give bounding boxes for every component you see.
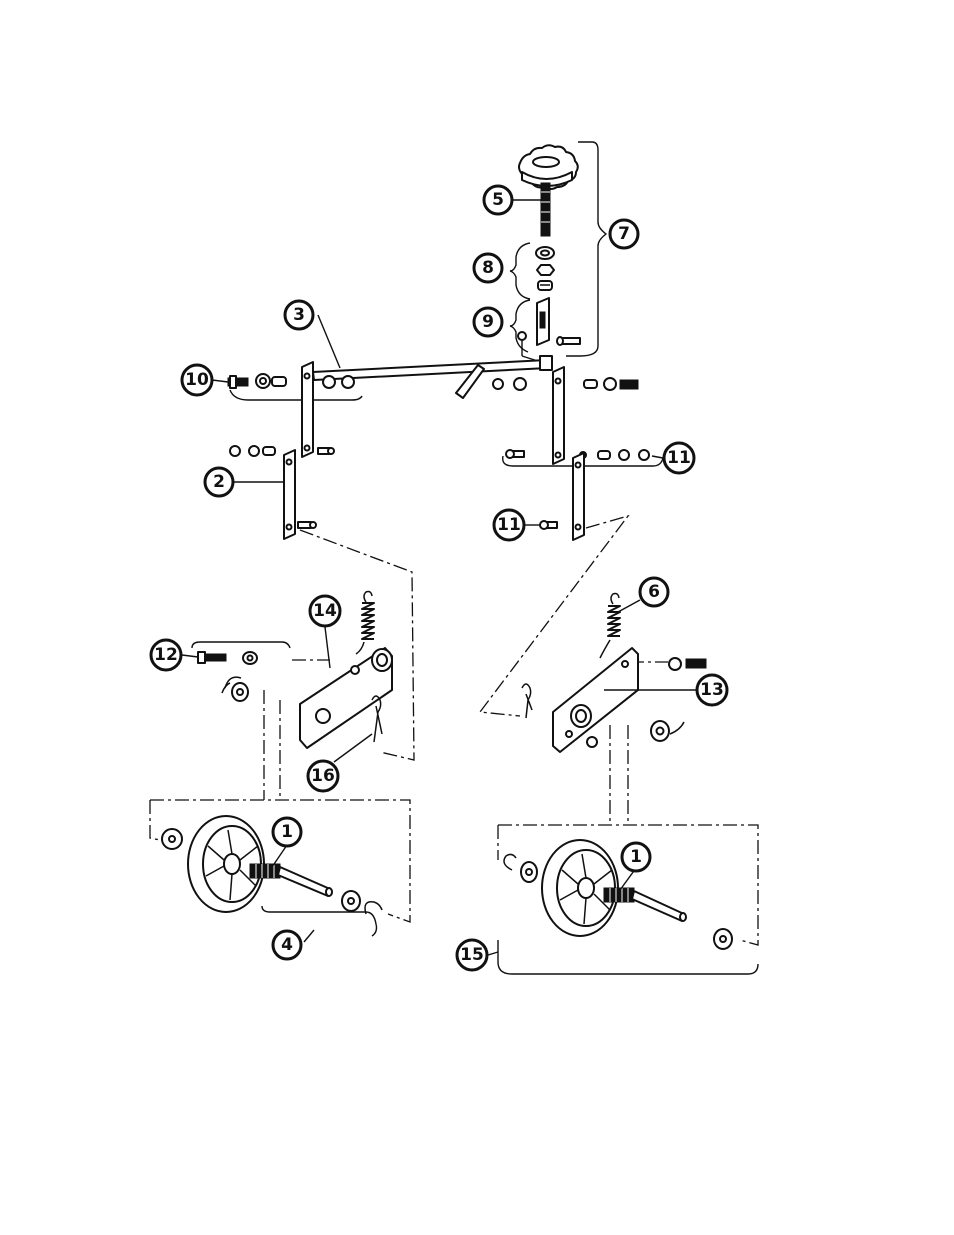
svg-text:2: 2 [213,472,225,492]
svg-text:10: 10 [185,370,209,390]
brace-item-8 [510,243,530,299]
callout-12: 12 [151,640,181,670]
adjustment-knob [519,145,578,189]
svg-text:6: 6 [648,582,660,602]
svg-text:3: 3 [293,305,305,325]
washer-nut-set [536,247,554,290]
svg-text:1: 1 [630,847,642,867]
left-bracket-hardware [230,446,275,456]
callout-13: 13 [697,675,727,705]
svg-text:14: 14 [313,601,337,621]
callout-4: 4 [273,931,301,959]
left-arm-bolt [198,652,257,664]
callout-1a: 1 [273,818,301,846]
right-arm-bolt [669,658,706,670]
svg-text:1: 1 [281,822,293,842]
brace-item-10 [230,390,362,400]
callout-8: 8 [474,254,502,282]
svg-text:16: 16 [311,766,335,786]
svg-text:9: 9 [482,312,494,332]
right-wheel-axle [604,888,732,949]
callout-11a: 11 [664,443,694,473]
callout-15: 15 [457,940,487,970]
right-arm-clip-washer [651,721,684,741]
svg-text:7: 7 [618,224,630,244]
left-wheel-axle [250,864,382,914]
right-spring [600,594,620,659]
right-rod-hardware [493,378,638,390]
brace-item-4 [262,906,377,936]
svg-text:11: 11 [667,448,691,468]
right-hitch-pin [522,684,532,718]
brace-item-12 [192,642,290,648]
svg-text:11: 11 [497,515,521,535]
callout-7: 7 [610,220,638,248]
callout-3: 3 [285,301,313,329]
callout-9: 9 [474,308,502,336]
callout-1b: 1 [622,843,650,871]
svg-text:12: 12 [154,645,178,665]
left-wheel [162,816,264,912]
callout-14: 14 [310,596,340,626]
callout-5: 5 [484,186,512,214]
callout-2: 2 [205,468,233,496]
callout-6: 6 [640,578,668,606]
left-arm-clip-washer [222,677,248,701]
svg-text:8: 8 [482,258,494,278]
callout-10: 10 [182,365,212,395]
svg-text:15: 15 [460,945,484,965]
right-pivot-arm [553,648,638,752]
brace-item-9 [510,300,530,352]
svg-text:5: 5 [492,190,504,210]
svg-text:13: 13 [700,680,724,700]
callout-11b: 11 [494,510,524,540]
adjustment-screw [541,183,550,236]
svg-text:4: 4 [281,935,293,955]
right-wheel [504,840,618,936]
left-spring [356,592,374,655]
callout-16: 16 [308,761,338,791]
